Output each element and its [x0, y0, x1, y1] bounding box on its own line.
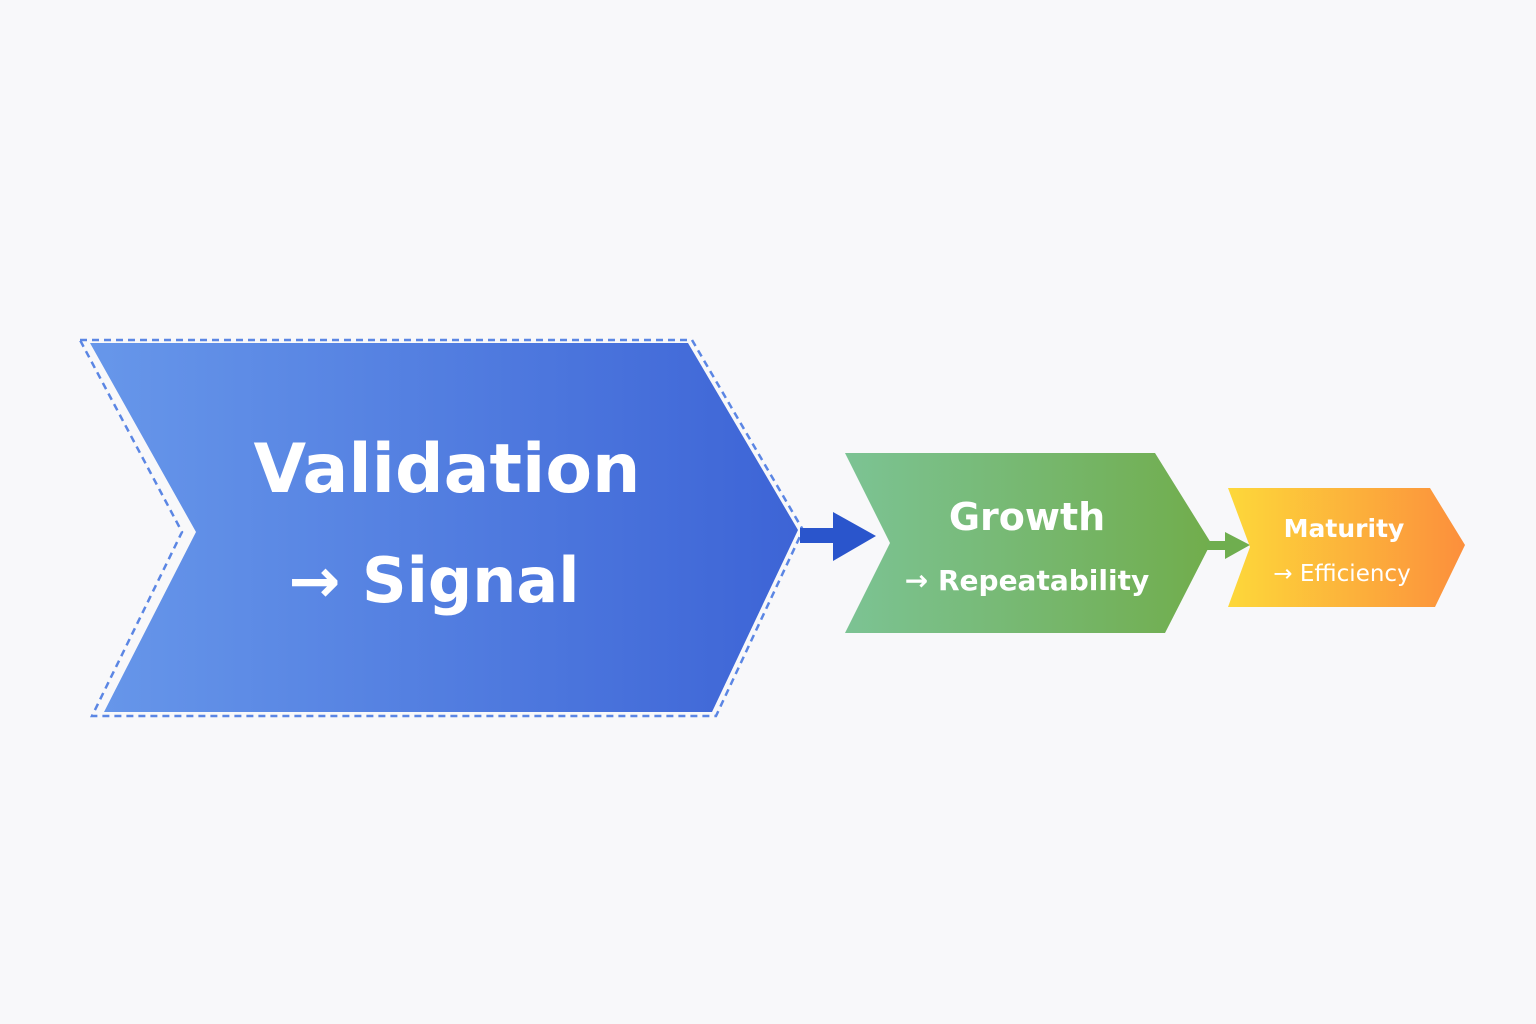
stage-validation-subtitle: → Signal [288, 544, 579, 617]
connector-growth-to-maturity-head [1225, 532, 1250, 559]
connector-growth-to-maturity [1207, 532, 1250, 559]
connector-growth-to-maturity-shaft [1207, 541, 1229, 550]
stage-validation-outline [77, 338, 805, 718]
stage-maturity-subtitle: → Efficiency [1273, 561, 1410, 587]
stage-growth: Growth → Repeatability [845, 453, 1211, 633]
stage-growth-title: Growth [949, 495, 1105, 539]
stage-validation: Validation → Signal [77, 338, 805, 718]
connector-validation-to-growth-head [833, 512, 876, 561]
stage-validation-chevron [90, 343, 798, 712]
stage-growth-subtitle: → Repeatability [905, 564, 1149, 597]
stage-maturity-chevron [1228, 488, 1465, 607]
stage-growth-chevron [845, 453, 1211, 633]
stage-validation-title: Validation [254, 430, 641, 509]
stage-maturity: Maturity → Efficiency [1228, 488, 1465, 607]
connector-validation-to-growth [800, 512, 876, 561]
stage-maturity-title: Maturity [1284, 514, 1405, 543]
connector-validation-to-growth-shaft [800, 528, 840, 543]
